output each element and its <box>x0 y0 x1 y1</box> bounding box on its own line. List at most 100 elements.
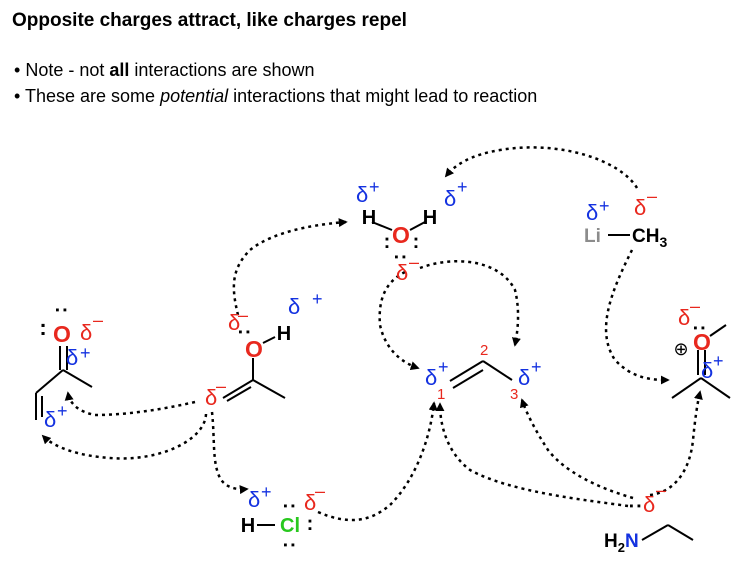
methyl-group: CH3 <box>632 226 667 250</box>
lithium-atom: Li <box>584 226 601 247</box>
delta-plus-hcl-h-sign: + <box>261 482 272 502</box>
delta-minus-enol-c: δ <box>205 385 217 410</box>
arrow-water-to-ethylene-c3 <box>419 260 521 347</box>
delta-minus-enone-o-sign: – <box>93 310 103 330</box>
locant-2: 2 <box>480 342 488 359</box>
delta-minus-enone-o: δ <box>80 320 92 345</box>
delta-plus-oxo-c: δ <box>701 358 713 383</box>
note-all-interactions: • Note - not all interactions are shown <box>14 60 315 81</box>
delta-minus-enol-o: δ <box>228 310 240 335</box>
positive-charge-icon: ⊕ <box>673 339 688 359</box>
delta-plus-enol-h: δ <box>288 294 300 319</box>
arrow-methyl-to-oxocarbenium <box>604 249 670 385</box>
hydrogen-chloride: δ + H : Cl : : δ – <box>241 481 325 548</box>
delta-plus-c3: δ <box>518 365 530 390</box>
lone-pair-left: : <box>39 315 46 340</box>
delta-plus-c3-sign: + <box>531 357 542 377</box>
ethylamine: : δ – H2N <box>604 480 666 555</box>
delta-plus-li-sign: + <box>599 196 610 216</box>
lone-pair-water-right: : <box>413 231 420 253</box>
delta-minus-water-o-sign: – <box>409 252 419 272</box>
delta-minus-enol-c-sign: – <box>216 376 226 396</box>
enol-bonds <box>222 336 286 402</box>
ethylamine-bonds <box>641 524 694 541</box>
arrow-amine-to-ethylene-c3 <box>520 398 634 500</box>
delta-plus-oxo-c-sign: + <box>713 351 724 371</box>
methyllithium: δ + δ – Li CH3 <box>584 186 667 250</box>
delta-minus-n: δ <box>643 492 655 517</box>
delta-plus-enone-c-sign: + <box>80 343 91 363</box>
lone-pair-top: : <box>51 307 73 314</box>
delta-plus-hcl-h: δ <box>248 487 260 512</box>
chlorine-atom: Cl <box>280 515 300 537</box>
delta-plus-c1: δ <box>425 365 437 390</box>
lone-pair-oxo: : <box>689 325 711 332</box>
note-potential-interactions: • These are some potential interactions … <box>14 86 537 107</box>
delta-minus-enol-o-sign: – <box>238 305 248 325</box>
water-hydrogen-left: H <box>362 207 376 229</box>
water: δ + H H δ + : O : : δ – <box>356 177 468 285</box>
ethylene-bonds <box>449 360 513 389</box>
delta-plus-water-h-left: δ <box>356 182 368 207</box>
arrow-amine-to-ethylene-c1 <box>435 402 629 508</box>
locant-1: 1 <box>437 386 445 403</box>
bullet: • <box>14 86 21 106</box>
enol-hydrogen: H <box>277 323 291 345</box>
enol-oxygen: O <box>245 336 263 362</box>
enone: O : : δ – δ + δ + <box>39 307 103 432</box>
delta-plus-vinyl-c-sign: + <box>57 401 68 421</box>
lone-pair-water-left: : <box>384 231 391 253</box>
note-bold: all <box>109 60 130 80</box>
arrow-enol-to-hcl-h <box>210 411 249 495</box>
oxocarbenium-bonds <box>671 324 731 399</box>
bullet: • <box>14 60 21 80</box>
arrow-methyl-to-water-h <box>444 146 639 189</box>
arrow-enol-to-carbonyl-carbon <box>64 391 196 417</box>
ethylene: δ + 1 2 3 δ + <box>425 342 542 403</box>
enone-oxygen: O <box>53 321 71 347</box>
delta-minus-methyl-sign: – <box>647 186 657 206</box>
delta-minus-methyl: δ <box>634 195 646 220</box>
delta-plus-li: δ <box>586 200 598 225</box>
arrow-water-to-ethylene-c1 <box>378 270 420 370</box>
lone-pair-cl-right: : <box>307 513 314 535</box>
lone-pair-n: : <box>625 503 647 510</box>
delta-minus-n-sign: – <box>656 480 666 500</box>
lone-pair-cl-top: : <box>279 503 301 510</box>
hcl-hydrogen: H <box>241 515 255 537</box>
arrow-enol-to-water-h <box>232 218 348 316</box>
enone-bonds <box>35 346 93 420</box>
delta-plus-water-h-left-sign: + <box>369 177 380 197</box>
delta-plus-enone-c: δ <box>66 345 78 370</box>
amine-group: H2N <box>604 531 639 555</box>
note-text: interactions are shown <box>129 60 315 80</box>
note-text: interactions that might lead to reaction <box>228 86 538 106</box>
arrow-enol-to-vinyl-carbon <box>41 413 208 460</box>
enol: δ – : O H δ + δ – <box>205 289 323 410</box>
delta-plus-c1-sign: + <box>438 357 449 377</box>
locant-3: 3 <box>510 386 518 403</box>
delta-plus-water-h-right-sign: + <box>457 177 468 197</box>
delta-plus-vinyl-c: δ <box>44 407 56 432</box>
note-text: These are some <box>25 86 161 106</box>
delta-minus-oxo-o: δ <box>678 305 690 330</box>
delta-minus-cl: δ <box>304 490 316 515</box>
delta-minus-cl-sign: – <box>315 481 325 501</box>
arrow-cl-to-ethylene-c1 <box>317 401 438 522</box>
water-bonds <box>371 221 426 231</box>
delta-plus-enol-h-sign: + <box>312 289 323 309</box>
note-text: Note - not <box>25 60 110 80</box>
water-oxygen: O <box>392 222 410 248</box>
page-title: Opposite charges attract, like charges r… <box>12 10 407 31</box>
lone-pair-cl-bottom: : <box>279 542 301 549</box>
water-hydrogen-right: H <box>423 207 437 229</box>
oxocarbenium-oxygen: O <box>693 329 711 355</box>
note-italic: potential <box>160 86 229 106</box>
lone-pair-water-bottom: : <box>390 254 412 261</box>
delta-minus-water-o: δ <box>396 260 408 285</box>
oxocarbenium: δ – : ⊕ O δ + <box>673 296 723 383</box>
lone-pair-enol: : <box>234 329 256 336</box>
interaction-arrows <box>41 146 703 522</box>
delta-minus-oxo-o-sign: – <box>690 296 700 316</box>
